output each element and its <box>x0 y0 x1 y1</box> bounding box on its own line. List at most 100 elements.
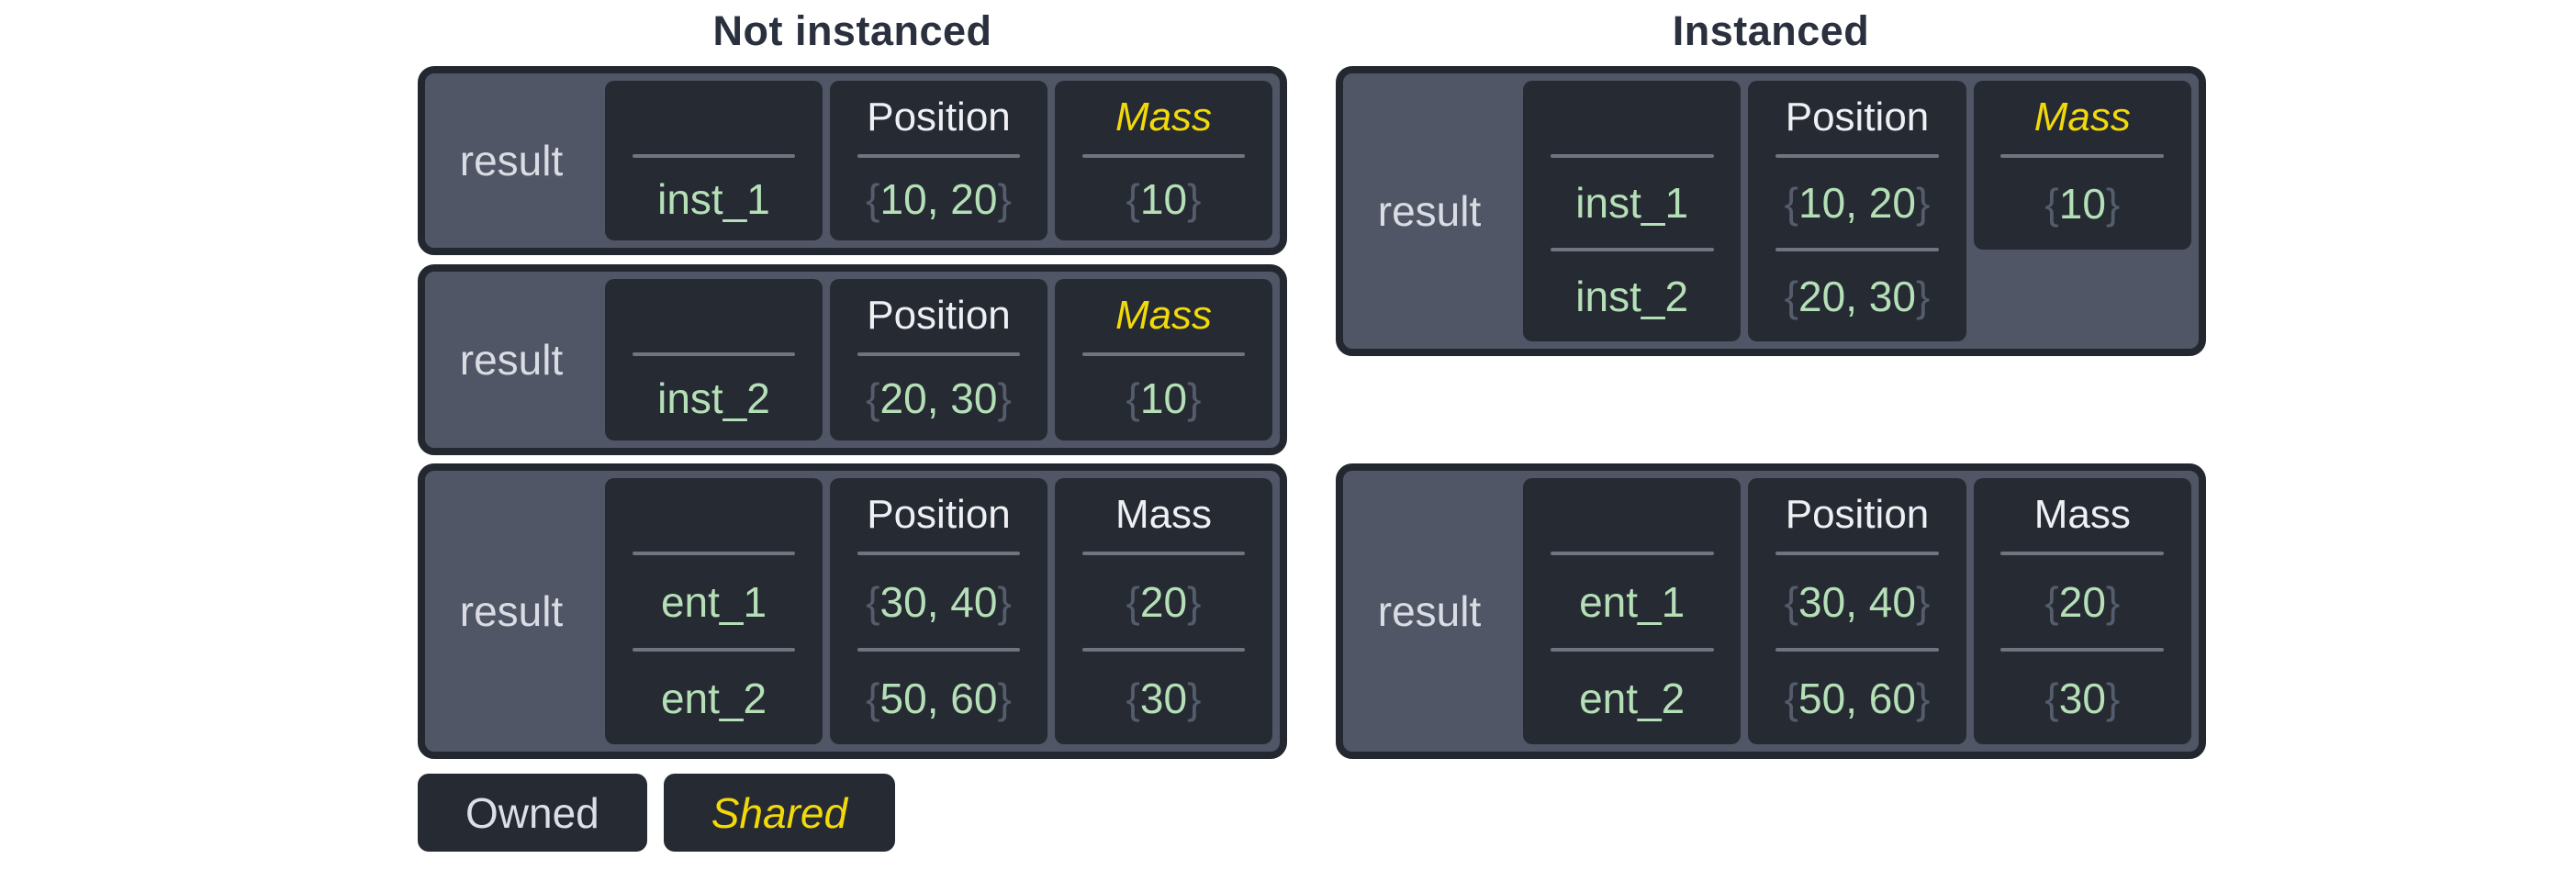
result-label: result <box>459 137 564 184</box>
component-column: Mass{20}{30} <box>1973 478 2191 744</box>
close-brace: } <box>1187 374 1202 422</box>
value-text: 10, 20 <box>1798 179 1916 227</box>
row-divider <box>632 352 796 356</box>
open-brace: { <box>2044 180 2059 228</box>
value-cell: {30} <box>1055 652 1272 744</box>
row-divider <box>1775 154 1939 158</box>
value-cell: inst_1 <box>657 175 770 223</box>
open-brace: { <box>1126 175 1140 223</box>
result-label: result <box>1377 187 1482 235</box>
value-text: 10 <box>1139 374 1188 422</box>
value-text: 20, 30 <box>1798 273 1916 320</box>
component-column: inst_1 <box>605 81 823 240</box>
value-cell: {30, 40} <box>1748 555 1966 648</box>
open-brace: { <box>2044 674 2059 722</box>
value-text: 20 <box>1139 577 1188 626</box>
result-label: result <box>1377 587 1482 635</box>
value-cell: {10, 20} <box>830 158 1047 240</box>
value-cell: {30, 40} <box>830 555 1047 648</box>
value-cell: ent_2 <box>1579 674 1686 722</box>
row-divider <box>632 648 796 652</box>
close-brace: } <box>1187 175 1202 223</box>
legend: Owned Shared <box>418 774 896 852</box>
component-column: inst_2 <box>605 279 823 441</box>
row-divider <box>1775 552 1939 555</box>
row-divider <box>1081 648 1246 652</box>
component-column: Position{30, 40}{50, 60} <box>830 478 1047 744</box>
close-brace: } <box>2105 674 2121 722</box>
value-cell: {10} <box>1055 356 1272 441</box>
component-column: Position {10, 20}{20, 30} <box>1748 81 1966 341</box>
query-result-table: result ent_1 ent_2 Position{30, 40}{50, 60}… <box>418 463 1287 759</box>
value-cell: ent_1 <box>1579 577 1686 626</box>
component-column: Position{20, 30} <box>830 279 1047 441</box>
component-column: Mass {20}{30} <box>1055 478 1272 744</box>
value-cell: {10} <box>1974 158 2191 250</box>
open-brace: { <box>1784 674 1799 722</box>
value-cell: inst_1 <box>1575 179 1689 227</box>
component-column: ent_1 ent_2 <box>605 478 823 744</box>
column-header: Mass <box>1114 492 1213 537</box>
row-divider <box>857 352 1021 356</box>
component-column: Position {10, 20} <box>830 81 1047 240</box>
column-header: Position <box>1785 95 1930 139</box>
column-header: Mass <box>1114 95 1213 139</box>
component-column: ent_1 ent_2 <box>1523 478 1742 744</box>
row-divider <box>1550 248 1714 251</box>
close-brace: } <box>2105 180 2121 228</box>
component-column: Mass{10} <box>1973 81 2191 250</box>
component-column: Mass{10} <box>1055 279 1272 441</box>
value-text: 20 <box>2058 577 2106 626</box>
value-cell: {10, 20} <box>1748 158 1966 248</box>
row-divider <box>2000 552 2165 555</box>
close-brace: } <box>997 175 1012 223</box>
value-cell: {50, 60} <box>1748 652 1966 744</box>
open-brace: { <box>1784 179 1799 227</box>
value-text: 30 <box>1139 674 1188 722</box>
column-header <box>605 279 823 352</box>
row-divider <box>1775 248 1939 251</box>
value-text: 30 <box>2058 674 2106 722</box>
legend-shared-chip: Shared <box>663 774 896 852</box>
close-brace: } <box>1915 577 1931 626</box>
open-brace: { <box>2044 577 2059 626</box>
open-brace: { <box>1126 374 1140 422</box>
close-brace: } <box>1915 273 1931 320</box>
value-text: 10 <box>1139 175 1188 223</box>
row-divider <box>1550 648 1714 652</box>
open-brace: { <box>866 175 880 223</box>
close-brace: } <box>1187 577 1202 626</box>
open-brace: { <box>866 674 880 722</box>
value-cell: ent_1 <box>660 577 767 626</box>
value-text: 50, 60 <box>879 674 998 722</box>
component-columns: ent_1 ent_2 Position{30, 40}{50, 60} Mass {2… <box>598 471 1280 752</box>
row-divider <box>857 552 1021 555</box>
value-text: 10, 20 <box>879 175 998 223</box>
row-divider <box>2000 154 2165 158</box>
row-divider <box>2000 648 2165 652</box>
result-label: result <box>459 336 564 384</box>
column-header <box>1523 81 1741 154</box>
component-columns: inst_1 Position {10, 20} Mass {10} <box>598 73 1280 248</box>
row-divider <box>857 648 1021 652</box>
row-divider <box>1081 154 1246 158</box>
result-label: result <box>459 587 564 635</box>
column-header: Position <box>867 95 1011 139</box>
value-cell: ent_2 <box>660 674 767 722</box>
row-divider <box>1081 352 1246 356</box>
value-cell: {20, 30} <box>830 356 1047 441</box>
open-brace: { <box>866 577 880 626</box>
close-brace: } <box>1915 674 1931 722</box>
value-cell: {20} <box>1055 555 1272 648</box>
value-text: 10 <box>2058 180 2106 228</box>
close-brace: } <box>997 374 1012 422</box>
row-divider <box>1081 552 1246 555</box>
close-brace: } <box>1915 179 1931 227</box>
